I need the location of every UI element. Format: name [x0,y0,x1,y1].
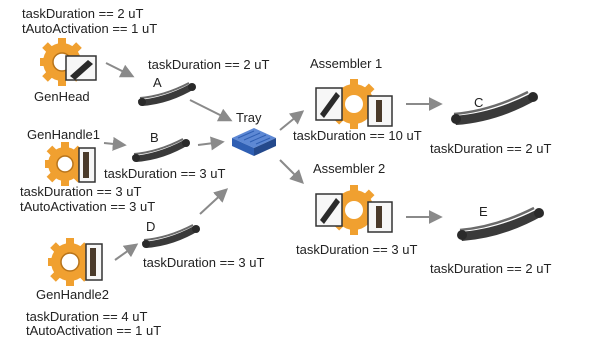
tray-node [230,126,278,158]
conveyor-e-name: E [479,204,488,219]
assembler1-task-duration: taskDuration == 10 uT [293,128,422,143]
conveyor-d-node [138,222,202,250]
conveyor-b-task-duration: taskDuration == 3 uT [104,166,226,181]
conveyor-a-node [134,80,198,108]
arrow-genhead-to-a [105,62,135,78]
genhandle2-node [48,236,108,286]
conveyor-c-task-duration: taskDuration == 2 uT [430,141,552,156]
assembler2-task-duration: taskDuration == 3 uT [296,242,418,257]
conveyor-belt-icon [457,206,544,241]
genhandle1-node [45,140,101,186]
conveyor-d-name: D [146,219,156,234]
genhead-task-duration: taskDuration == 2 uT [22,6,144,21]
gear-with-document-icon [48,238,103,286]
assembler1-name: Assembler 1 [310,56,383,71]
conveyor-c-node [446,88,542,128]
conveyor-belt-icon [138,82,196,106]
arrow-tray-to-assembler2 [279,159,304,184]
arrow-tray-to-assembler1 [279,110,305,131]
gear-with-press-icon [315,79,393,129]
arrow-genhandle2-to-d [114,243,139,261]
gear-with-document-icon [45,142,96,186]
genhandle1-task-duration: taskDuration == 3 uT [20,184,142,199]
conveyor-belt-icon [132,138,190,162]
conveyor-e-node [452,204,548,244]
genhead-name: GenHead [34,89,90,104]
conveyor-b-name: B [150,130,159,145]
genhandle1-name: GenHandle1 [27,127,100,142]
conveyor-c-name: C [474,95,484,110]
conveyor-a-name: A [153,75,162,90]
arrow-d-to-tray [199,188,229,215]
conveyor-d-task-duration: taskDuration == 3 uT [143,255,265,270]
arrow-b-to-tray [197,136,225,151]
genhandle1-auto-activation: tAutoActivation == 3 uT [20,199,156,214]
assembler2-name: Assembler 2 [313,161,386,176]
genhead-node [40,36,100,86]
conveyor-belt-icon [142,224,200,248]
gear-with-document-icon [40,38,97,86]
conveyor-b-node [128,136,192,164]
arrow-a-to-tray [189,99,233,122]
assembler2-node [312,180,396,236]
genhandle2-auto-activation: tAutoActivation == 1 uT [26,323,162,338]
tray-icon [232,128,276,156]
genhandle2-name: GenHandle2 [36,287,109,302]
genhead-auto-activation: tAutoActivation == 1 uT [22,21,158,36]
conveyor-a-task-duration: taskDuration == 2 uT [148,57,270,72]
arrow-genhandle1-to-b [103,136,127,151]
assembler1-node [312,74,396,130]
conveyor-e-task-duration: taskDuration == 2 uT [430,261,552,276]
gear-with-press-icon [315,185,393,235]
tray-name: Tray [236,110,262,125]
genhandle2-task-duration: taskDuration == 4 uT [26,309,148,324]
conveyor-belt-icon [451,90,538,125]
